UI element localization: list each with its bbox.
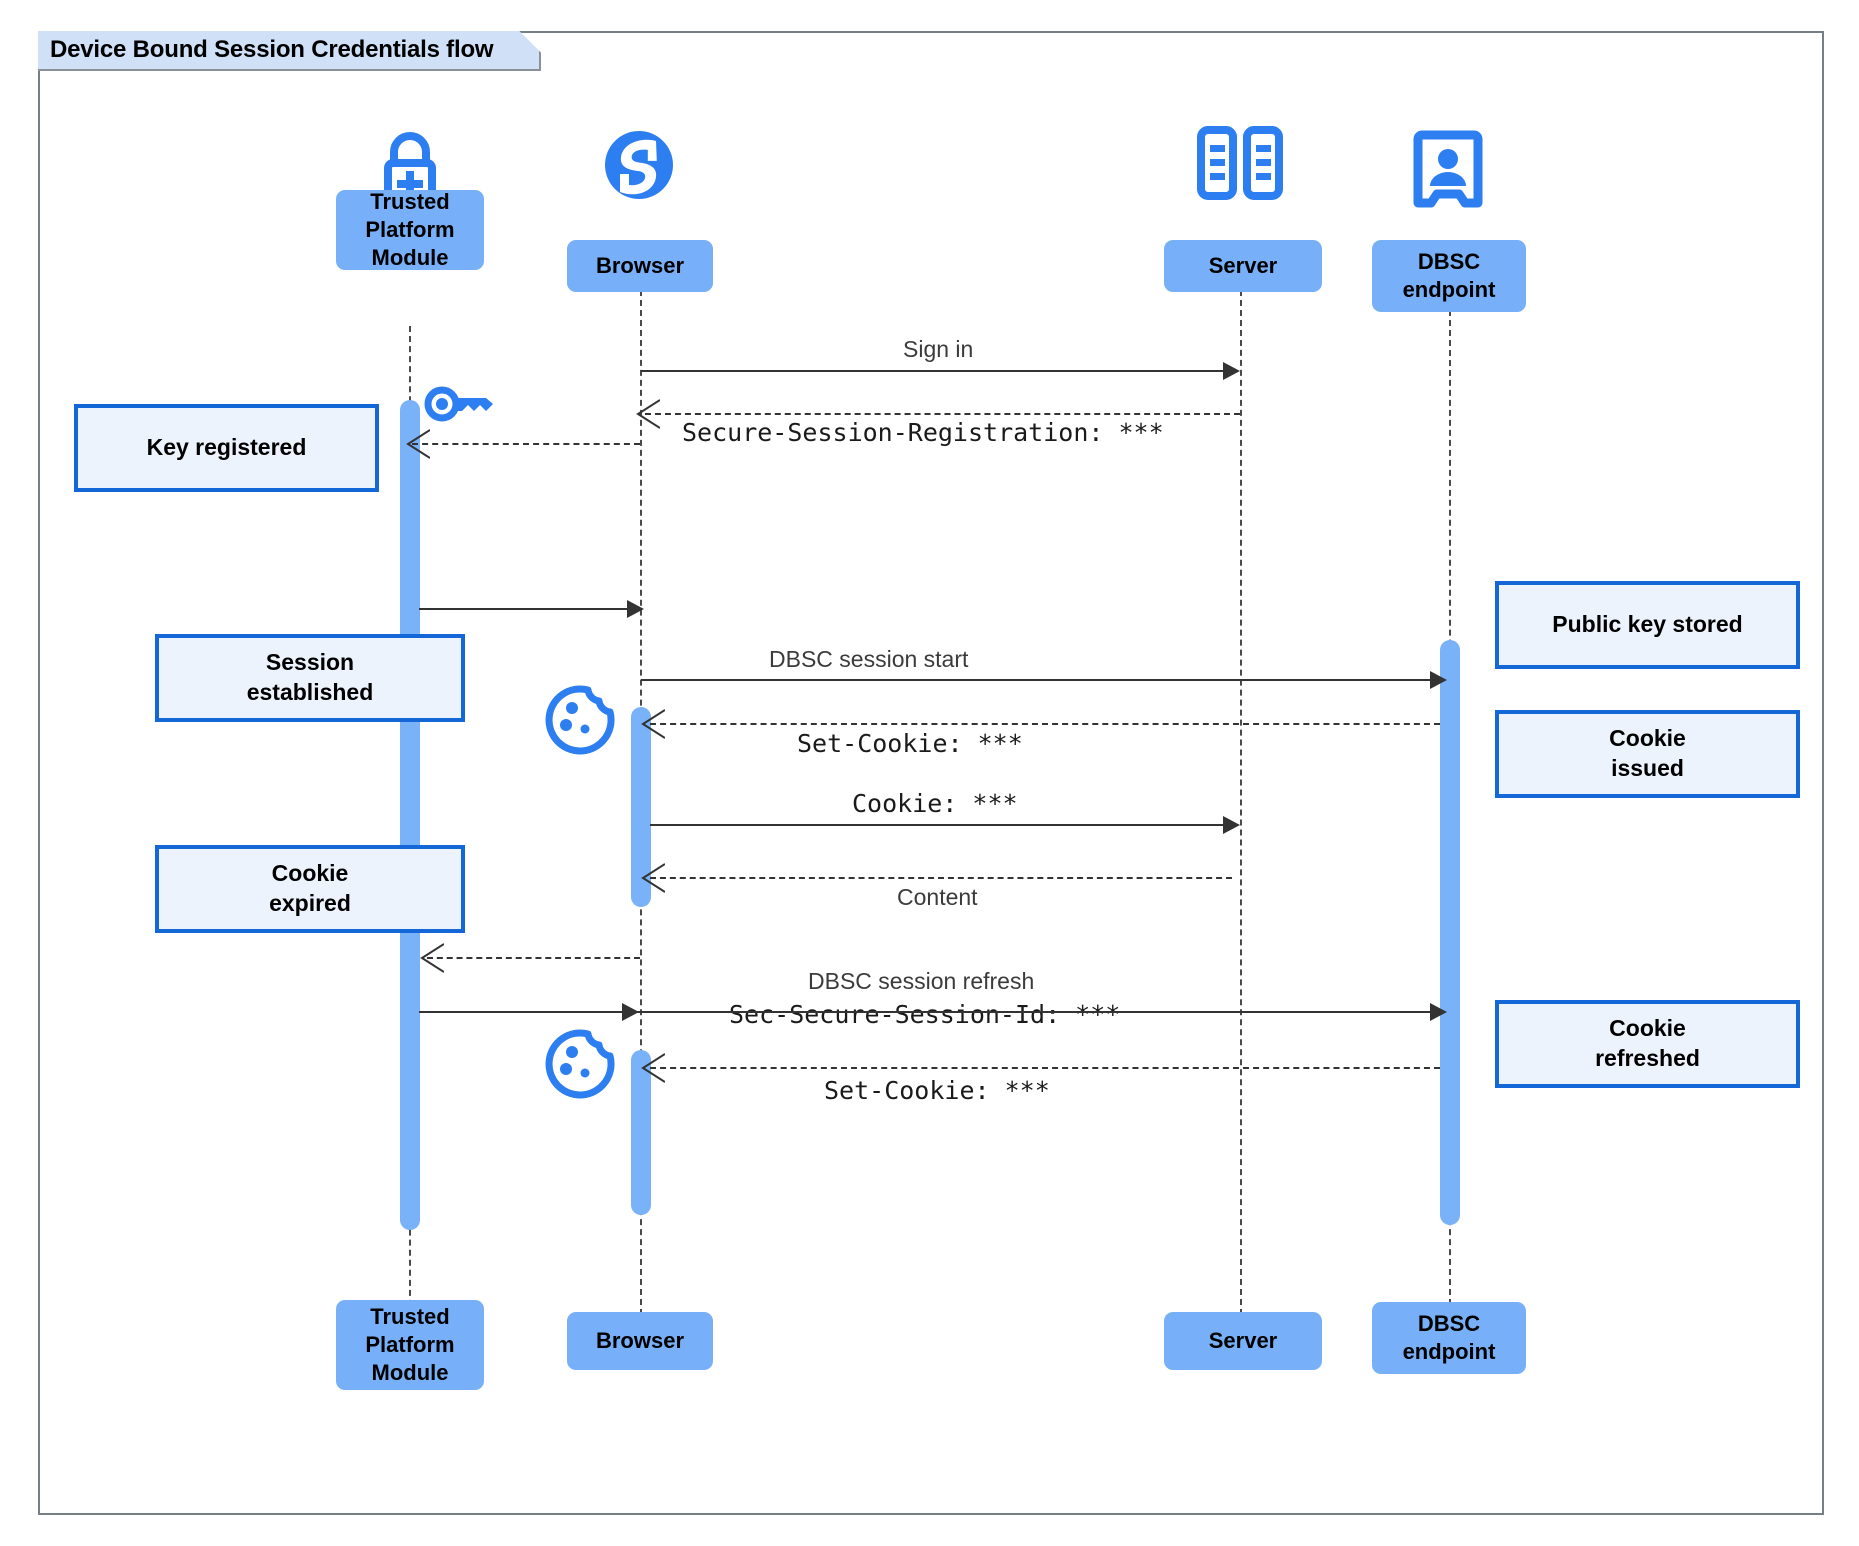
activation-bar-browser-2 bbox=[631, 1050, 651, 1215]
note-cookie-expired: Cookie expired bbox=[155, 845, 465, 933]
arrowhead-key-registered bbox=[404, 428, 431, 460]
note-cookie-issued: Cookie issued bbox=[1495, 710, 1800, 798]
message-label-content: Content bbox=[897, 884, 978, 910]
arrowhead-cookie bbox=[1223, 816, 1240, 834]
message-line-set-cookie-2 bbox=[650, 1067, 1440, 1069]
note-text: Key registered bbox=[146, 434, 307, 461]
key-icon bbox=[424, 382, 496, 426]
participant-label-line: Browser bbox=[595, 252, 685, 278]
note-text: refreshed bbox=[1595, 1045, 1700, 1071]
participant-label-line: DBSC bbox=[1417, 248, 1481, 274]
participant-header-server[interactable]: Server bbox=[1164, 240, 1322, 292]
participant-header-dbsc[interactable]: DBSC endpoint bbox=[1372, 240, 1526, 312]
note-cookie-refreshed: Cookie refreshed bbox=[1495, 1000, 1800, 1088]
message-line-tpm-to-browser bbox=[419, 608, 634, 610]
server-racks-icon bbox=[1196, 126, 1284, 200]
message-label-dbsc-session-refresh: DBSC session refresh bbox=[808, 968, 1035, 994]
arrowhead-tpm-to-browser bbox=[627, 600, 644, 618]
note-text: established bbox=[246, 679, 374, 705]
message-label-set-cookie-2: Set-Cookie: *** bbox=[824, 1076, 1050, 1105]
participant-footer-server[interactable]: Server bbox=[1164, 1312, 1322, 1370]
id-badge-icon bbox=[1413, 130, 1483, 212]
participant-label-line: Browser bbox=[595, 1327, 685, 1353]
note-text: Cookie bbox=[1609, 1015, 1686, 1042]
activation-bar-browser-1 bbox=[631, 707, 651, 907]
message-line-set-cookie-1 bbox=[650, 723, 1440, 725]
participant-footer-dbsc[interactable]: DBSC endpoint bbox=[1372, 1302, 1526, 1374]
arrowhead-sign-in bbox=[1223, 362, 1240, 380]
participant-header-browser[interactable]: Browser bbox=[567, 240, 713, 292]
message-line-secure-session-registration bbox=[645, 413, 1240, 415]
diagram-frame bbox=[38, 31, 1824, 1515]
participant-footer-browser[interactable]: Browser bbox=[567, 1312, 713, 1370]
note-text: Session bbox=[265, 649, 355, 676]
participant-label-line: DBSC bbox=[1417, 1310, 1481, 1336]
participant-label-line: Server bbox=[1208, 1327, 1278, 1353]
activation-bar-dbsc bbox=[1440, 640, 1460, 1225]
message-line-sign-in bbox=[641, 370, 1231, 372]
participant-label-line: endpoint bbox=[1402, 277, 1496, 302]
arrowhead-browser-to-tpm bbox=[418, 941, 445, 975]
participant-header-tpm[interactable]: Trusted Platform Module bbox=[336, 188, 484, 271]
arrowhead-session-refresh-browser bbox=[622, 1003, 639, 1021]
activation-bar-tpm bbox=[400, 400, 420, 1230]
message-line-dbsc-session-refresh bbox=[419, 1011, 1441, 1013]
participant-label-line: Server bbox=[1208, 252, 1278, 278]
globe-icon bbox=[599, 125, 679, 205]
participant-label-line: Trusted bbox=[370, 1303, 450, 1329]
note-text: issued bbox=[1611, 755, 1684, 781]
message-label-secure-session-registration: Secure-Session-Registration: *** bbox=[682, 418, 1164, 447]
note-key-registered: Key registered bbox=[74, 404, 379, 492]
arrowhead-secure-session-registration bbox=[634, 397, 661, 431]
participant-label-line: endpoint bbox=[1402, 1339, 1496, 1364]
note-text: Public key stored bbox=[1552, 611, 1743, 638]
message-label-sign-in: Sign in bbox=[903, 336, 974, 362]
note-text: Cookie bbox=[1609, 725, 1686, 752]
participant-footer-tpm[interactable]: Trusted Platform Module bbox=[336, 1300, 484, 1390]
participant-label-line: Platform bbox=[365, 216, 455, 242]
participant-label-line: Module bbox=[371, 245, 449, 271]
participant-label-line: Trusted bbox=[370, 188, 450, 214]
cookie-icon bbox=[545, 1029, 615, 1099]
message-label-cookie: Cookie: *** bbox=[852, 789, 1018, 818]
diagram-title: Device Bound Session Credentials flow bbox=[38, 31, 541, 71]
message-label-dbsc-session-start: DBSC session start bbox=[769, 646, 969, 672]
message-line-key-registered-return bbox=[412, 443, 640, 445]
note-text: Cookie bbox=[271, 860, 349, 887]
message-label-sec-secure-session-id: Sec-Secure-Session-Id: *** bbox=[729, 1000, 1121, 1029]
lifeline-server bbox=[1240, 280, 1242, 1325]
note-session-established: Session established bbox=[155, 634, 465, 722]
note-text: expired bbox=[269, 890, 351, 916]
message-line-browser-to-tpm bbox=[427, 957, 640, 959]
message-line-content bbox=[650, 877, 1232, 879]
note-public-key-stored: Public key stored bbox=[1495, 581, 1800, 669]
arrowhead-content bbox=[639, 861, 666, 895]
arrowhead-set-cookie-2 bbox=[639, 1051, 666, 1085]
arrowhead-set-cookie-1 bbox=[639, 707, 666, 741]
message-line-cookie bbox=[650, 824, 1232, 826]
arrowhead-session-refresh-dbsc bbox=[1430, 1003, 1447, 1021]
cookie-icon bbox=[545, 685, 615, 755]
message-line-dbsc-session-start bbox=[641, 679, 1441, 681]
participant-label-line: Module bbox=[371, 1360, 449, 1386]
participant-label-line: Platform bbox=[365, 1331, 455, 1357]
message-label-set-cookie-1: Set-Cookie: *** bbox=[797, 729, 1023, 758]
arrowhead-dbsc-session-start bbox=[1430, 671, 1447, 689]
